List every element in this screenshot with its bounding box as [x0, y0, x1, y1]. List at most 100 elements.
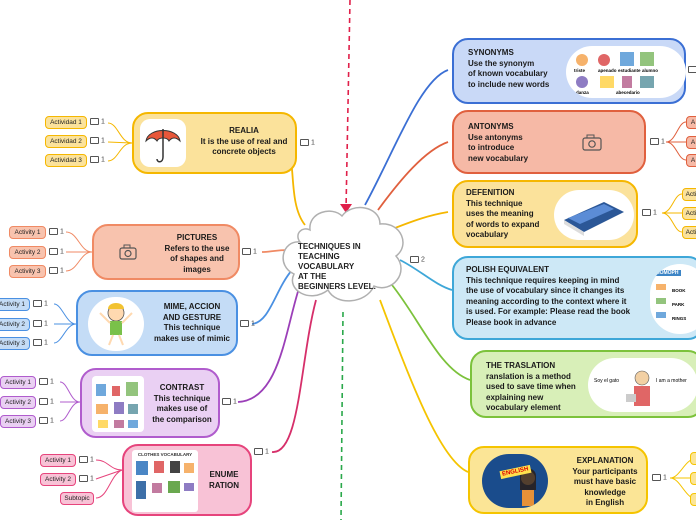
topic-synonyms[interactable]: SYNONYMS Use the synonym of known vocabu…	[452, 38, 686, 104]
contrast-activity-1[interactable]: Activity 1	[0, 376, 36, 389]
mime-activity-1[interactable]: Activity 1	[0, 298, 30, 311]
comment-icon	[33, 300, 42, 307]
definition-activity-3[interactable]: Acti	[682, 226, 696, 239]
english-image: ENGLISH	[482, 454, 548, 508]
realia-activity-3[interactable]: Actividad 3	[45, 154, 87, 167]
topic-enumeration[interactable]: CLOTHES VOCABULARY ENUME RATION	[122, 444, 252, 516]
student-icon	[520, 468, 536, 506]
mime-activity-1-comment[interactable]: 1	[33, 300, 48, 307]
pictures-activity-1-comment[interactable]: 1	[49, 228, 64, 235]
girl-jumping-image	[88, 297, 144, 351]
activity-links-contrast	[59, 381, 81, 422]
topic-explanation[interactable]: ENGLISH EXPLANATION Your participants mu…	[468, 446, 648, 514]
activity-links-pictures	[65, 231, 93, 272]
dashed-link-bottom	[340, 311, 344, 520]
pictures-activity-2-comment[interactable]: 1	[49, 248, 64, 255]
mime-activity-3[interactable]: Activity 3	[0, 337, 30, 350]
topic-polish-equivalent[interactable]: POLISH EQUIVALENT This technique require…	[452, 256, 696, 340]
topic-translation-text: THE TRASLATION ranslation is a method us…	[486, 361, 576, 412]
contrast-activity-1-comment[interactable]: 1	[39, 378, 54, 385]
definition-activity-2[interactable]: Acti	[682, 207, 696, 220]
antonyms-placeholder	[542, 118, 642, 168]
mime-activity-2-comment[interactable]: 1	[33, 320, 48, 327]
activity-links-realia	[107, 122, 133, 162]
comment-icon	[49, 248, 58, 255]
comment-icon	[410, 256, 419, 263]
central-topic[interactable]: TECHNIQUES IN TEACHING VOCABULARY AT THE…	[280, 200, 410, 310]
realia-activity-1[interactable]: Actividad 1	[45, 116, 87, 129]
enumeration-activity-2-comment[interactable]: 1	[79, 475, 94, 482]
pictures-comment[interactable]: 1	[242, 248, 257, 255]
synonym-word-6: abecedario	[616, 90, 640, 95]
picture-placeholder	[102, 232, 154, 274]
contrast-comment[interactable]: 1	[222, 398, 237, 405]
enumeration-activity-1[interactable]: Activity 1	[40, 454, 76, 467]
mime-activity-2[interactable]: Activity 2	[0, 318, 30, 331]
link-translation	[391, 284, 471, 381]
explanation-activity-3[interactable]	[690, 493, 696, 506]
dashed-link-top-arrow	[340, 204, 352, 213]
synonym-word-3: estudiante	[618, 68, 641, 73]
explanation-activity-2[interactable]	[690, 472, 696, 485]
comment-icon	[242, 248, 251, 255]
contrast-activity-3-comment[interactable]: 1	[39, 417, 54, 424]
central-topic-title: TECHNIQUES IN TEACHING VOCABULARY AT THE…	[298, 242, 376, 291]
mime-comment[interactable]: 1	[240, 320, 255, 327]
pictures-activity-1[interactable]: Activity 1	[9, 226, 46, 239]
enumeration-comment[interactable]: 1	[254, 448, 269, 455]
topic-translation[interactable]: THE TRASLATION ranslation is a method us…	[470, 350, 696, 418]
realia-activity-2-comment[interactable]: 1	[90, 137, 105, 144]
pictures-activity-3[interactable]: Activity 3	[9, 265, 46, 278]
antonyms-comment[interactable]: 1	[650, 138, 665, 145]
synonym-word-4: alumno	[642, 68, 659, 73]
comment-icon	[49, 228, 58, 235]
contrast-activity-3[interactable]: Activity 3	[0, 415, 36, 428]
jumping-girl-icon	[99, 303, 133, 346]
comment-icon	[90, 156, 99, 163]
explanation-activity-1[interactable]	[690, 452, 696, 465]
central-comment-count[interactable]: 2	[410, 256, 425, 263]
comment-icon	[642, 209, 651, 216]
realia-activity-1-comment[interactable]: 1	[90, 118, 105, 125]
topic-realia-text: REALIA It is the use of real and concret…	[200, 126, 288, 156]
antonyms-activity-2[interactable]: A	[686, 136, 696, 149]
comment-icon	[688, 66, 696, 73]
topic-synonyms-text: SYNONYMS Use the synonym of known vocabu…	[468, 48, 550, 89]
pictures-activity-3-comment[interactable]: 1	[49, 267, 64, 274]
explanation-comment[interactable]: 1	[652, 474, 667, 481]
contrast-activity-2[interactable]: Activity 2	[0, 396, 36, 409]
enumeration-activity-2[interactable]: Activity 2	[40, 473, 76, 486]
link-explanation	[379, 299, 469, 473]
realia-comment[interactable]: 1	[300, 139, 315, 146]
synonyms-comment[interactable]	[688, 66, 696, 73]
topic-realia[interactable]: REALIA It is the use of real and concret…	[132, 112, 297, 174]
topic-mime[interactable]: MIME, ACCION AND GESTURE This technique …	[76, 290, 238, 356]
comment-icon	[652, 474, 661, 481]
antonyms-activity-1[interactable]: A	[686, 116, 696, 129]
enumeration-subtopic[interactable]: Subtopic	[60, 492, 94, 505]
homophones-word-2: BOOK	[672, 288, 686, 293]
comment-icon	[33, 320, 42, 327]
realia-activity-3-comment[interactable]: 1	[90, 156, 105, 163]
activity-links-antonyms	[665, 121, 687, 161]
topic-definition[interactable]: DEFENITION This technique uses the meani…	[452, 180, 638, 248]
link-enum	[271, 299, 317, 453]
topic-contrast[interactable]: CONTRAST This technique makes use of the…	[80, 368, 220, 438]
translation-bubble-1: Soy el gato	[594, 378, 620, 384]
translation-image: Soy el gato I am a mother	[588, 358, 696, 412]
definition-activity-1[interactable]: Acti	[682, 188, 696, 201]
antonyms-activity-3[interactable]: A	[686, 154, 696, 167]
clothes-image-caption: CLOTHES VOCABULARY	[137, 452, 193, 457]
clothes-vocabulary-image: CLOTHES VOCABULARY	[132, 450, 198, 512]
topic-pictures[interactable]: PICTURES Refers to the use of shapes and…	[92, 224, 240, 280]
link-polish	[399, 259, 453, 291]
definition-comment[interactable]: 1	[642, 209, 657, 216]
contrast-activity-2-comment[interactable]: 1	[39, 398, 54, 405]
mime-activity-3-comment[interactable]: 1	[33, 339, 48, 346]
enumeration-activity-1-comment[interactable]: 1	[79, 456, 94, 463]
topic-polish-text: POLISH EQUIVALENT This technique require…	[466, 265, 631, 327]
pictures-activity-2[interactable]: Activity 2	[9, 246, 46, 259]
realia-activity-2[interactable]: Actividad 2	[45, 135, 87, 148]
topic-antonyms[interactable]: ANTONYMS Use antonyms to introduce new v…	[452, 110, 646, 174]
